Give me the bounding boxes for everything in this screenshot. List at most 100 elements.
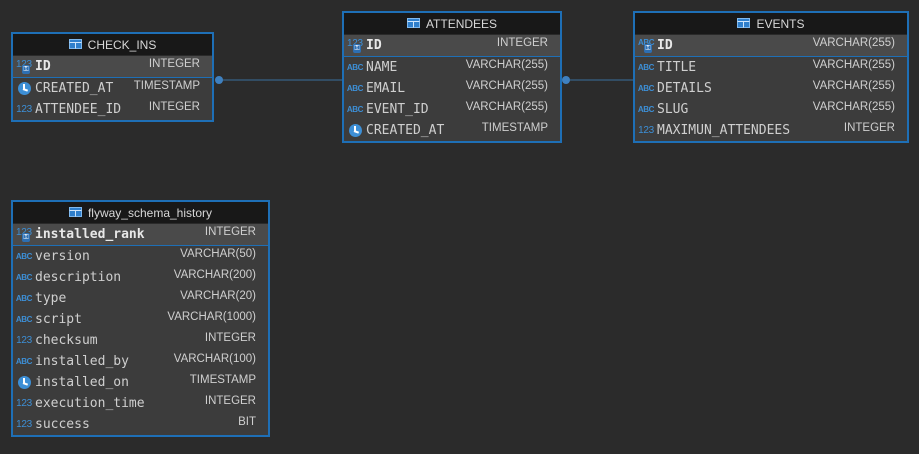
column-name: EMAIL [366,81,406,96]
table-check-ins[interactable]: CHECK_INS 123⚿ID INTEGER CREATED_AT TIMESTAM… [11,32,214,122]
column-name: execution_time [35,396,145,411]
column-type: VARCHAR(255) [812,80,895,92]
clock-icon [346,124,364,137]
column-row[interactable]: CREATED_AT TIMESTAMP [13,78,212,99]
column-type: INTEGER [148,58,200,70]
column-name: script [35,312,82,327]
key-number-icon: 123⚿ [16,227,32,242]
table-title: ATTENDEES [425,16,498,31]
text-icon: ABC [15,315,33,324]
relation-endpoint-dot[interactable] [215,76,223,84]
text-icon: ABC [346,63,364,72]
column-type: VARCHAR(255) [465,59,548,71]
table-attendees[interactable]: ATTENDEES123⚿IDINTEGERABCNAMEVARCHAR(255… [342,11,562,143]
column-name: checksum [35,333,98,348]
column-name: ID [35,59,51,74]
table-icon [737,17,751,31]
column-name: TITLE [657,60,697,75]
table-title: EVENTS [756,16,805,31]
column-name: MAXIMUN_ATTENDEES [657,123,791,138]
column-type: VARCHAR(255) [465,101,548,113]
text-icon: ABC [346,105,364,114]
text-icon: ABC [346,84,364,93]
text-icon: ABC [637,84,655,93]
table-header[interactable]: ATTENDEES [344,13,560,35]
column-name: CREATED_AT [366,123,445,138]
column-name: installed_rank [35,227,145,242]
table-title: flyway_schema_history [87,205,213,220]
column-type: VARCHAR(255) [812,59,895,71]
column-type: TIMESTAMP [133,80,200,92]
column-type: VARCHAR(200) [173,269,256,281]
column-type: INTEGER [204,332,256,344]
column-name: DETAILS [657,81,712,96]
number-icon: 123 [16,335,32,346]
column-name: installed_by [35,354,129,369]
number-icon: 123 [16,104,32,115]
column-type: TIMESTAMP [189,374,256,386]
column-name: CREATED_AT [35,81,114,96]
table-icon [406,17,420,31]
column-type: INTEGER [843,122,895,134]
column-type: VARCHAR(20) [180,290,256,302]
column-name: SLUG [657,102,689,117]
key-number-icon: 123⚿ [16,59,32,74]
column-name: EVENT_ID [366,102,429,117]
table-flyway-schema-history[interactable]: flyway_schema_history123⚿installed_rankI… [11,200,270,437]
column-type: INTEGER [204,226,256,238]
clock-icon [15,82,33,95]
primary-key-row[interactable]: 123⚿ID INTEGER [344,35,560,57]
primary-key-row[interactable]: 123⚿installed_rank INTEGER [13,224,268,246]
primary-key-row[interactable]: 123⚿ID INTEGER [13,56,212,78]
column-row[interactable]: CREATED_AT TIMESTAMP [344,120,560,141]
table-icon [68,38,82,52]
column-name: ID [657,38,673,53]
column-name: installed_on [35,375,129,390]
column-name: ID [366,38,382,53]
column-name: NAME [366,60,398,75]
table-header[interactable]: CHECK_INS [13,34,212,56]
table-title: CHECK_INS [87,37,157,52]
text-icon: ABC [15,273,33,282]
text-icon: ABC [637,105,655,114]
column-type: VARCHAR(1000) [167,311,256,323]
key-text-icon: ABC⚿ [638,37,655,53]
column-row[interactable]: installed_on TIMESTAMP [13,372,268,393]
column-type: TIMESTAMP [481,122,548,134]
text-icon: ABC [15,294,33,303]
column-type: VARCHAR(50) [180,248,256,260]
table-header[interactable]: EVENTS [635,13,907,35]
column-type: INTEGER [496,37,548,49]
column-name: success [35,417,90,432]
text-icon: ABC [15,252,33,261]
number-icon: 123 [16,419,32,430]
column-type: VARCHAR(255) [812,101,895,113]
relation-endpoint-dot[interactable] [562,76,570,84]
column-name: version [35,249,90,264]
number-icon: 123 [638,125,654,136]
text-icon: ABC [637,63,655,72]
key-number-icon: 123⚿ [347,38,363,53]
table-header[interactable]: flyway_schema_history [13,202,268,224]
column-type: BIT [238,416,256,428]
column-type: INTEGER [204,395,256,407]
number-icon: 123 [16,398,32,409]
